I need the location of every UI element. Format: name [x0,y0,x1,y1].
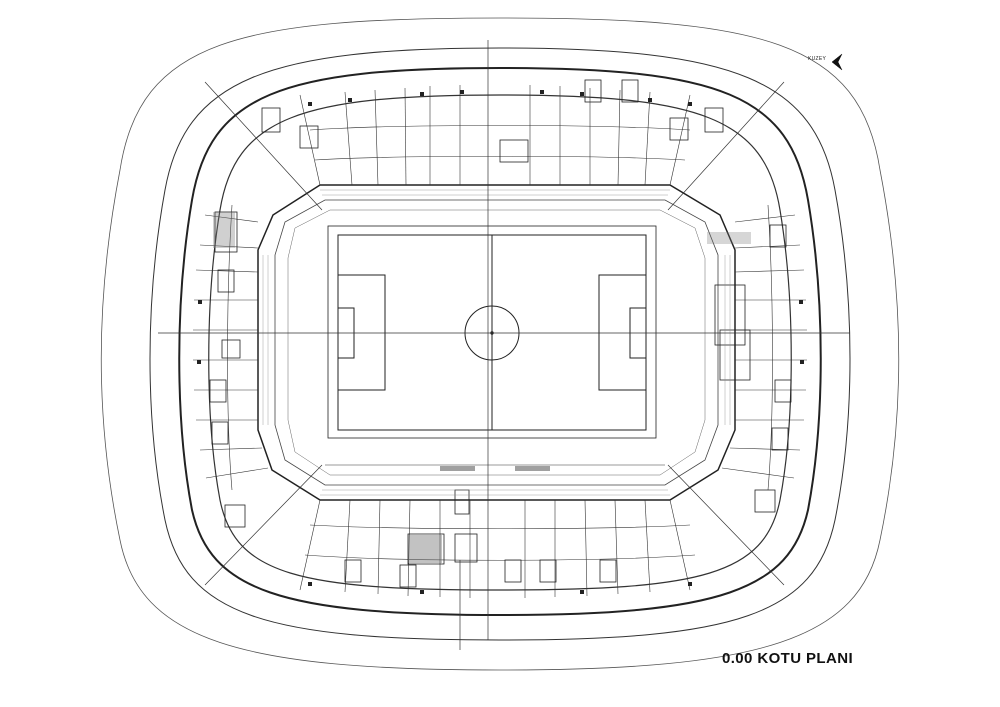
concourse-inner-wall [208,94,792,591]
axis-lines [158,40,850,650]
north-arrow-icon [831,53,843,71]
north-label: KUZEY [808,56,827,62]
outer-facade-ring [149,47,851,641]
stands-edge-3 [287,209,706,476]
seating-hatch [213,212,751,563]
structural-columns [197,90,804,594]
stair-cores [209,79,792,588]
stands-edge-2 [274,199,719,486]
north-rooms [299,85,691,186]
site-boundary [100,17,900,671]
south-rooms [299,464,696,598]
football-pitch [327,225,657,439]
plan-title: 0.00 KOTU PLANI [722,650,854,667]
east-rooms [721,204,807,491]
building-outer-wall [178,66,822,617]
stand-step-lines [262,189,731,496]
stands-inner-edge [257,184,736,501]
